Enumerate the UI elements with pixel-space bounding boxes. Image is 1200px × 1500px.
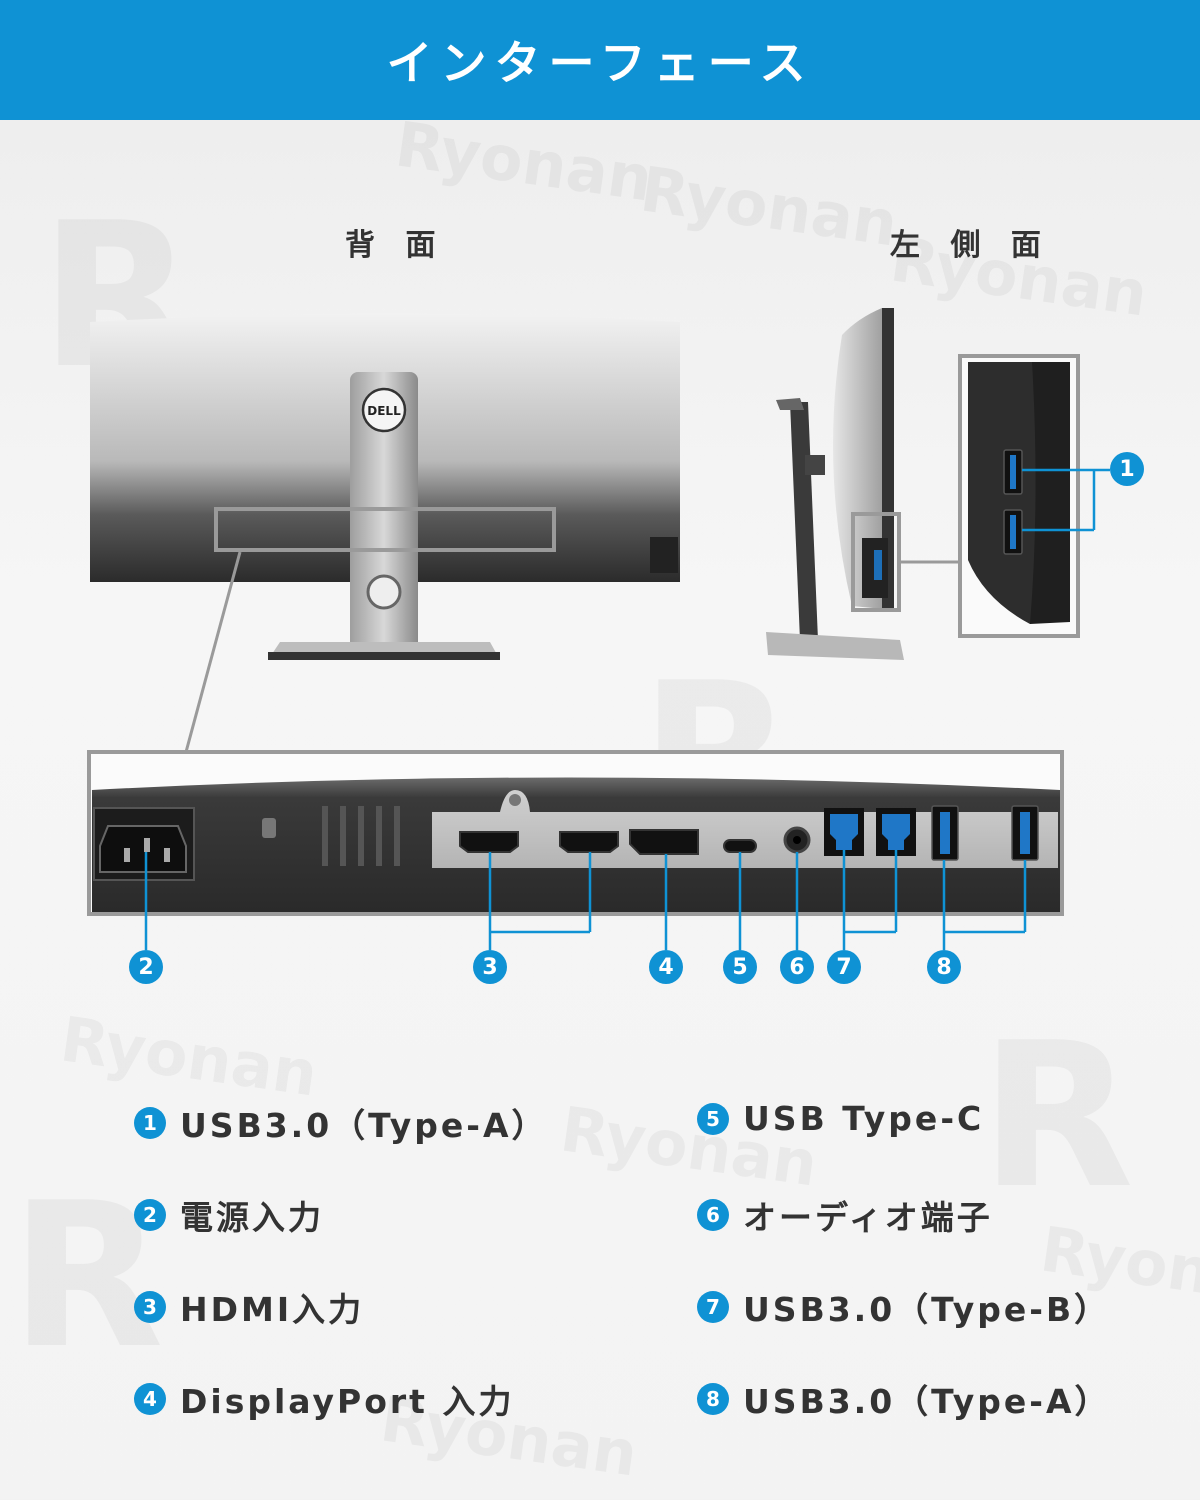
legend-badge: 7 bbox=[697, 1291, 729, 1323]
displayport-port bbox=[629, 829, 699, 855]
callout-badge-4: 4 bbox=[649, 950, 683, 984]
legend-item-4: 4 DisplayPort 入力 bbox=[134, 1375, 514, 1423]
usb-c-port bbox=[723, 839, 757, 853]
legend-item-3: 3 HDMI入力 bbox=[134, 1283, 364, 1331]
callout-badge-8: 8 bbox=[927, 950, 961, 984]
legend-item-2: 2 電源入力 bbox=[134, 1191, 324, 1239]
callout-badge-3: 3 bbox=[473, 950, 507, 984]
legend-badge: 6 bbox=[697, 1199, 729, 1231]
dell-logo: DELL bbox=[367, 404, 401, 418]
back-view-label: 背 面 bbox=[345, 228, 446, 263]
callout-badge-5: 5 bbox=[723, 950, 757, 984]
rear-port-zoom-panel bbox=[87, 750, 1064, 950]
legend-item-5: 5 USB Type-C bbox=[697, 1099, 984, 1138]
legend-item-7: 7 USB3.0（Type-B） bbox=[697, 1283, 1110, 1331]
callout-badge-2: 2 bbox=[129, 950, 163, 984]
legend-item-8: 8 USB3.0（Type-A） bbox=[697, 1375, 1111, 1423]
legend-item-6: 6 オーディオ端子 bbox=[697, 1191, 993, 1239]
monitor-side-view bbox=[766, 308, 1110, 660]
left-side-view-label: 左 側 面 bbox=[890, 228, 1051, 263]
legend-label: USB3.0（Type-A） bbox=[180, 1106, 548, 1145]
legend-badge: 3 bbox=[134, 1291, 166, 1323]
hdmi-port-1 bbox=[459, 831, 519, 853]
legend-label: USB Type-C bbox=[743, 1099, 985, 1138]
legend-label: USB3.0（Type-B） bbox=[743, 1290, 1111, 1329]
monitor-back-view: DELL bbox=[90, 313, 680, 753]
legend-label: HDMI入力 bbox=[180, 1290, 365, 1329]
callout-badge-6: 6 bbox=[780, 950, 814, 984]
callout-badge-7: 7 bbox=[827, 950, 861, 984]
legend-item-1: 1 USB3.0（Type-A） bbox=[134, 1099, 548, 1147]
legend-badge: 5 bbox=[697, 1102, 729, 1135]
legend-badge: 1 bbox=[134, 1107, 166, 1139]
legend-label: USB3.0（Type-A） bbox=[743, 1382, 1111, 1421]
callout-badge-1: 1 bbox=[1110, 452, 1144, 486]
legend-badge: 8 bbox=[697, 1383, 729, 1415]
header-bar: インターフェース bbox=[0, 0, 1200, 120]
hdmi-port-2 bbox=[559, 831, 619, 853]
rear-port-highlight-box bbox=[214, 507, 556, 552]
legend-label: DisplayPort 入力 bbox=[180, 1382, 515, 1421]
legend-label: 電源入力 bbox=[180, 1198, 324, 1237]
legend-badge: 4 bbox=[134, 1383, 166, 1415]
legend-label: オーディオ端子 bbox=[743, 1198, 993, 1237]
page-title: インターフェース bbox=[386, 36, 814, 90]
legend-badge: 2 bbox=[134, 1199, 166, 1231]
